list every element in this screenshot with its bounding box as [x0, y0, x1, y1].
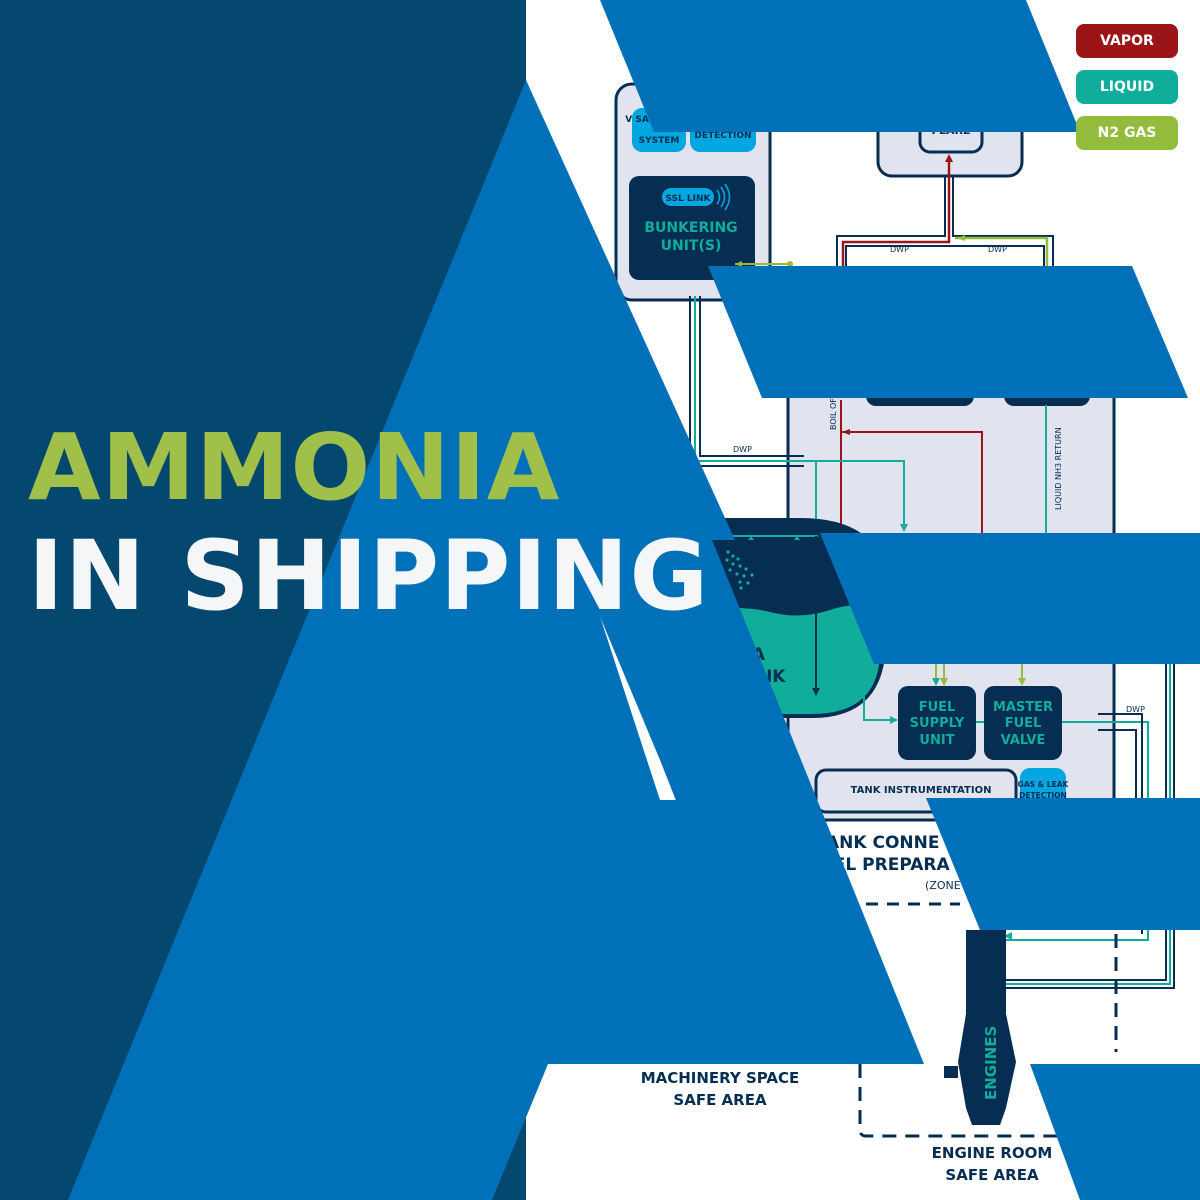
- svg-text:BOIL OF: BOIL OF: [829, 398, 838, 430]
- headline-in-shipping: IN SHIPPING: [28, 520, 710, 632]
- svg-text:ENGINES: ENGINES: [982, 1026, 1000, 1100]
- headline-ammonia: AMMONIA: [28, 414, 561, 521]
- bar-5: [1030, 1064, 1200, 1200]
- legend-liquid: LIQUID: [1076, 70, 1178, 104]
- engine-block: ENGINES: [858, 930, 1118, 1138]
- svg-text:VALVE: VALVE: [1001, 733, 1046, 748]
- svg-text:TANK INSTRUMENTATION: TANK INSTRUMENTATION: [851, 785, 992, 796]
- svg-text:DETECTION: DETECTION: [694, 131, 751, 141]
- svg-text:MACHINERY SPACE: MACHINERY SPACE: [641, 1069, 800, 1087]
- svg-text:(ZONE: (ZONE: [925, 879, 961, 892]
- svg-text:UEL PREPARA: UEL PREPARA: [820, 855, 950, 875]
- svg-text:ANK CONNE: ANK CONNE: [826, 833, 939, 853]
- svg-text:MASTER: MASTER: [993, 700, 1053, 715]
- svg-text:SUPPLY: SUPPLY: [910, 716, 965, 731]
- svg-text:SYSTEM: SYSTEM: [639, 136, 680, 146]
- svg-text:DETECTION: DETECTION: [1019, 791, 1067, 800]
- svg-text:UNIT: UNIT: [919, 733, 954, 748]
- big-a-shape: [68, 80, 924, 1200]
- top-bar: [600, 0, 1080, 132]
- bar-2: [708, 266, 1188, 398]
- svg-text:GAS & LEAK: GAS & LEAK: [1018, 780, 1070, 789]
- svg-text:DWP: DWP: [733, 445, 752, 454]
- svg-text:DWP: DWP: [988, 245, 1007, 254]
- svg-text:FUEL: FUEL: [919, 700, 956, 715]
- a-right-leg: [526, 80, 924, 1064]
- svg-text:UNIT(S): UNIT(S): [661, 238, 722, 254]
- svg-text:SSL LINK: SSL LINK: [665, 194, 711, 204]
- svg-text:SAFE AREA: SAFE AREA: [673, 1091, 767, 1109]
- bar-3: [820, 533, 1200, 664]
- bar-4: [926, 798, 1200, 930]
- svg-text:FUEL: FUEL: [1005, 716, 1042, 731]
- svg-text:BUNKERING: BUNKERING: [644, 220, 737, 236]
- svg-text:DWP: DWP: [1126, 705, 1145, 714]
- svg-text:ENGINE ROOM: ENGINE ROOM: [932, 1144, 1053, 1162]
- tank-connection-caption: ANK CONNE UEL PREPARA (ZONE: [820, 833, 961, 906]
- legend-vapor: VAPOR: [1076, 24, 1178, 58]
- svg-text:DWP: DWP: [890, 245, 909, 254]
- svg-text:SAFE AREA: SAFE AREA: [945, 1166, 1039, 1184]
- svg-text:LIQUID NH3 RETURN: LIQUID NH3 RETURN: [1054, 427, 1063, 510]
- area-captions: MACHINERY SPACE SAFE AREA ENGINE ROOM SA…: [641, 1069, 1053, 1184]
- legend-n2-gas: N2 GAS: [1076, 116, 1178, 150]
